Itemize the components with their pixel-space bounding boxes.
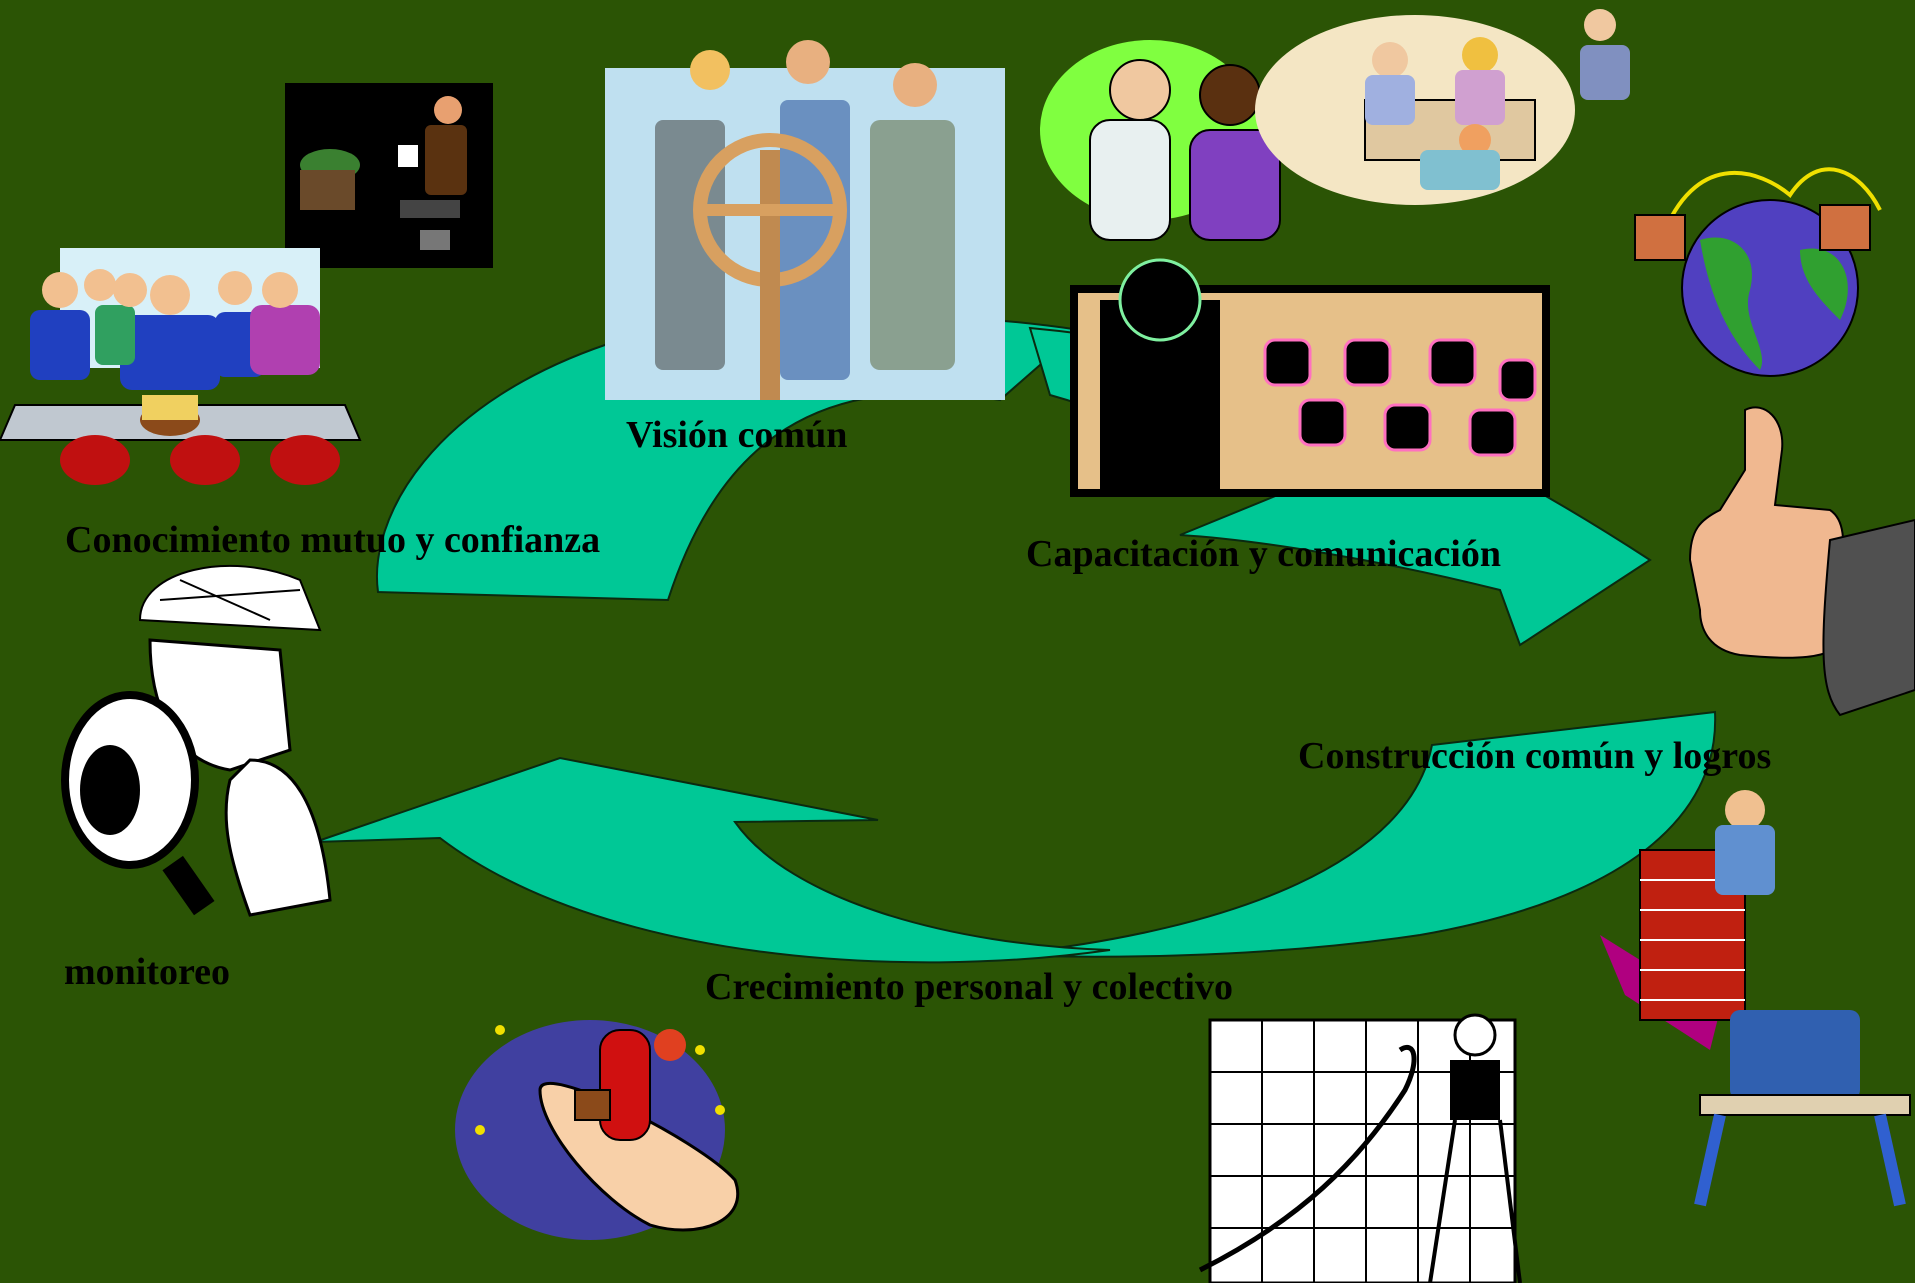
globe-network-icon bbox=[1634, 167, 1882, 377]
label-vision: Visión común bbox=[626, 414, 848, 456]
doctor-patient-icon bbox=[1040, 40, 1281, 241]
arrow-lower bbox=[314, 756, 1111, 964]
label-training: Capacitación y comunicación bbox=[1026, 533, 1501, 575]
detective-magnifier-icon bbox=[61, 564, 332, 917]
thumbs-up-icon bbox=[1688, 406, 1915, 717]
label-trust: Conocimiento mutuo y confianza bbox=[65, 519, 601, 561]
birthday-party-icon bbox=[0, 248, 362, 485]
meeting-icon bbox=[285, 83, 493, 268]
rocket-ride-icon bbox=[455, 1020, 740, 1240]
label-monitoring: monitoreo bbox=[64, 951, 231, 993]
lecture-icon bbox=[1070, 258, 1550, 497]
growth-chart-icon bbox=[1198, 1013, 1522, 1283]
label-construction: Construcción común y logros bbox=[1298, 735, 1772, 777]
vision-helm-icon bbox=[605, 40, 1005, 400]
bricklayer-icon bbox=[1600, 790, 1911, 1207]
label-growth: Crecimiento personal y colectivo bbox=[705, 966, 1233, 1008]
arrow-lower-right bbox=[999, 710, 1717, 958]
business-meeting-icon bbox=[1255, 9, 1630, 205]
